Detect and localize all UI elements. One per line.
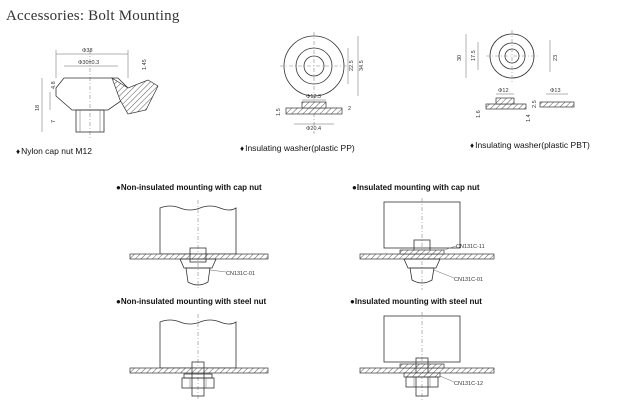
caption-noninsulated-steel-nut: ●Non-insulated mounting with steel nut: [116, 297, 266, 306]
dim-phi30: Φ30±0.3: [78, 60, 99, 66]
dim-phi12: Φ12: [498, 88, 509, 94]
dim-phi13: Φ13: [550, 88, 561, 94]
dim-phi20-4: Φ20.4: [306, 126, 321, 132]
label-cn131c-01-b: CN131C-01: [454, 277, 483, 283]
bullet-icon: ●: [352, 183, 357, 192]
bullet-icon: ●: [116, 297, 121, 306]
insulated-cap-nut-drawing: CN131C-11 CN131C-01: [359, 198, 495, 290]
caption-insulated-steel-nut: ●Insulated mounting with steel nut: [350, 297, 482, 306]
insulated-steel-nut-drawing: CN131C-12: [359, 312, 495, 400]
caption-text: Non-insulated mounting with steel nut: [120, 297, 267, 306]
label-cn131c-01: CN131C-01: [226, 271, 255, 277]
bullet-icon: ♦: [470, 141, 475, 150]
bullet-icon: ♦: [240, 144, 245, 153]
caption-text: Insulating washer(plastic PP): [245, 143, 355, 153]
caption-text: Insulated mounting with cap nut: [356, 183, 480, 192]
caption-text: Insulating washer(plastic PBT): [475, 140, 590, 150]
page-title: Accessories: Bolt Mounting: [6, 8, 180, 24]
dim-2-5: 2.5: [532, 100, 538, 108]
caption-noninsulated-cap-nut: ●Non-insulated mounting with cap nut: [116, 183, 262, 192]
caption-insulated-cap-nut: ●Insulated mounting with cap nut: [352, 183, 480, 192]
bullet-icon: ●: [350, 297, 355, 306]
dim-1-45: 1.45: [142, 59, 148, 70]
dim-1-5: 1.5: [276, 108, 282, 116]
dim-4-8: 4.8: [51, 81, 57, 89]
dim-22-5: 22.5: [349, 60, 355, 71]
caption-text: Non-insulated mounting with cap nut: [120, 183, 262, 192]
caption-washer-pbt: ♦Insulating washer(plastic PBT): [470, 140, 590, 150]
caption-text: Nylon cap nut M12: [21, 146, 92, 156]
dim-phi12-3: Φ12.3: [306, 94, 321, 100]
dim-phi38: Φ38: [82, 48, 93, 54]
dim-7: 7: [51, 120, 57, 123]
noninsulated-steel-nut-drawing: [129, 314, 269, 400]
dim-34-5: 34.5: [359, 60, 365, 71]
caption-nylon-cap-nut: ♦Nylon cap nut M12: [16, 146, 92, 156]
washer-pp-drawing: 22.5 34.5 Φ12.3 2 Φ20.4 1.5: [276, 32, 365, 134]
nylon-cap-nut-drawing: Φ38 Φ30±0.3 18 4.8 7 1.45: [35, 48, 159, 138]
dim-17-5: 17.5: [471, 50, 477, 61]
bullet-icon: ♦: [16, 147, 21, 156]
washer-pbt-drawing: 30 17.5 23 Φ12 Φ13 2.5 1.6 1.4: [457, 30, 575, 122]
dim-1-4: 1.4: [526, 114, 532, 122]
dim-30: 30: [457, 55, 463, 61]
caption-washer-pp: ♦Insulating washer(plastic PP): [240, 143, 355, 153]
label-cn131c-12: CN131C-12: [454, 381, 483, 387]
dim-2: 2: [348, 106, 351, 112]
bullet-icon: ●: [116, 183, 121, 192]
label-cn131c-11: CN131C-11: [456, 244, 485, 250]
dim-23: 23: [553, 55, 559, 61]
noninsulated-cap-nut-drawing: CN131C-01: [129, 200, 269, 290]
dim-1-6: 1.6: [476, 110, 482, 118]
dim-18: 18: [35, 105, 41, 111]
caption-text: Insulated mounting with steel nut: [354, 297, 482, 306]
